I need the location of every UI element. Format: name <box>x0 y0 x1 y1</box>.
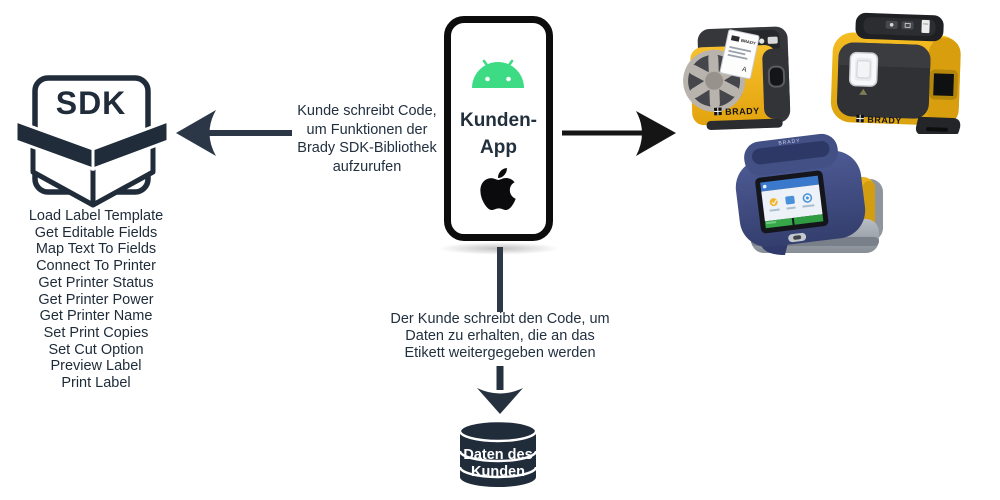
sdk-function: Get Printer Status <box>38 274 154 291</box>
data-arrow-caption: Der Kunde schreibt den Code, um Daten zu… <box>366 311 634 362</box>
brady-logo-text: BRADY <box>725 106 760 117</box>
sdk-box-icon: SDK <box>14 75 170 208</box>
sdk-function: Get Printer Power <box>38 291 154 308</box>
arrow-left-icon <box>176 110 292 156</box>
sdk-function: Get Editable Fields <box>34 224 158 241</box>
brady-logo-text: BRADY <box>778 138 801 147</box>
open-box-right-flap <box>91 118 170 172</box>
arrow-right-icon <box>562 111 676 156</box>
sdk-function: Map Text To Fields <box>35 241 157 258</box>
caption-line: Daten zu erhalten, die an das <box>405 328 595 344</box>
caption-line: Kunde schreibt Code, <box>297 103 437 119</box>
database-label-line: Kunden <box>471 464 525 480</box>
arrow-down-icon <box>477 366 523 414</box>
caption-line: um Funktionen der <box>306 121 428 138</box>
database-label-line: Daten des <box>463 447 532 463</box>
sdk-function: Preview Label <box>50 358 142 375</box>
sdk-arrow-caption: Kunde schreibt Code, um Funktionen der B… <box>284 102 450 176</box>
label-card: BRADY A <box>719 29 760 80</box>
brady-printer-photo-3: BRADY <box>735 133 883 255</box>
caption-line: aufzurufen <box>332 158 402 175</box>
sdk-function: Set Cut Option <box>48 341 144 358</box>
sdk-function: Load Label Template <box>28 208 164 224</box>
app-name: Kunden- App <box>451 107 546 161</box>
app-name-line: Kunden- <box>459 110 538 131</box>
caption-line: Der Kunde schreibt den Code, um <box>390 311 610 327</box>
phone-to-caption-line <box>497 247 503 312</box>
sdk-function: Set Print Copies <box>43 324 149 341</box>
caption-line: Etikett weitergegeben werden <box>404 345 596 361</box>
sdk-function-list: Load Label Template Get Editable Fields … <box>4 208 188 392</box>
sdk-icon-label: SDK <box>56 85 127 121</box>
caption-line: Brady SDK-Bibliothek <box>297 140 437 157</box>
sdk-function: Connect To Printer <box>36 258 156 275</box>
brady-logo-text: BRADY <box>741 38 757 46</box>
brady-printer-photo-2: BRADY <box>830 12 961 134</box>
brady-printer-photo-1: BRADY A BRADY <box>683 26 791 130</box>
android-robot-icon <box>472 59 524 88</box>
database-cylinder-icon: Daten des Kunden <box>458 419 538 487</box>
svg-text:A: A <box>741 66 747 74</box>
sdk-function: Print Label <box>61 375 131 392</box>
phone-shadow <box>436 242 562 255</box>
customer-app-phone: Kunden- App <box>444 16 553 241</box>
apple-logo-icon <box>480 168 516 210</box>
brady-logo-text: BRADY <box>867 115 902 126</box>
sdk-function: Get Printer Name <box>39 308 153 325</box>
app-name-line: App <box>480 137 517 158</box>
